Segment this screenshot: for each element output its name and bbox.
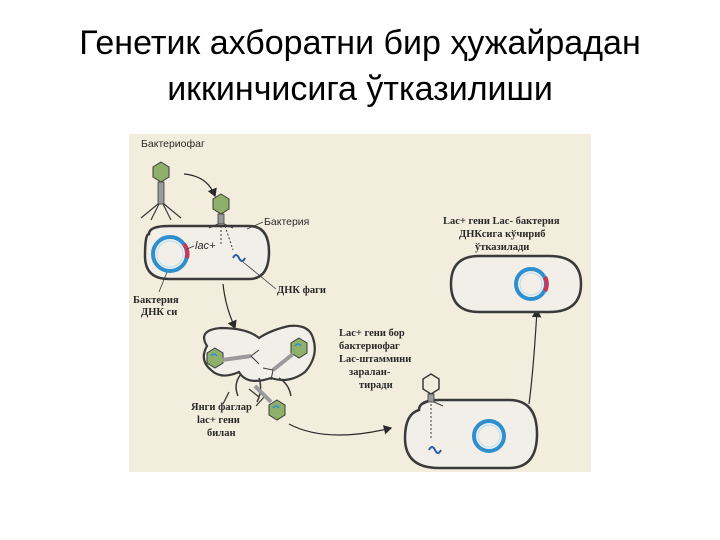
pointer-bacterium [246,221,264,230]
title-line-1: Генетик ахборатни бир ҳужайрадан [79,24,641,62]
transduced-bacterium [449,254,583,314]
new-phage-1-icon [206,347,260,369]
bacterium-1-lac-gene [182,242,190,259]
diagram-canvas: Бактериофаг Бактерия lac+ ДНК фаги Бакте… [129,134,591,472]
label-bacteriophage: Бактериофаг [141,138,205,150]
label-infects-4: заралан- [349,367,391,378]
label-transfer-3: ўтказилади [475,242,529,253]
injected-phage-dna [232,254,246,262]
label-lac-plus: lac+ [195,240,216,252]
label-new-phages-3: билан [207,428,236,439]
pointer-phage-dna [242,261,277,290]
transduced-lac-gene [543,276,549,292]
arrow-recipient-to-transduced [528,308,542,405]
infecting-phage-icon [418,373,444,440]
label-infects-1: Lac+ гени бор [339,328,405,339]
lysing-bacterium [202,324,316,407]
new-phage-3-icon [253,384,286,421]
attached-bacteriophage-icon [208,193,234,251]
label-new-phages-1: Янги фаглар [191,402,252,413]
label-new-phages-2: lac+ гени [197,415,240,426]
arrow-new-phages-to-recipient [288,423,393,436]
label-bacterium-dna-1: Бактерия [133,295,179,306]
label-infects-2: бактериофаг [339,341,400,352]
label-phage-dna: ДНК фаги [277,285,326,296]
free-bacteriophage-icon [140,161,182,221]
gene-transfer-diagram: Бактериофаг Бактерия lac+ ДНК фаги Бакте… [129,134,591,472]
slide-title: Генетик ахборатни бир ҳужайрадан иккинчи… [20,20,700,112]
label-transfer-2: ДНКсига кўчириб [459,229,546,240]
pointer-bacterium-dna [158,271,168,293]
bacterium-1 [143,224,271,281]
pointer-lac-plus [186,245,195,250]
title-line-2: иккинчисига ўтказилиши [167,70,553,108]
label-infects-5: тиради [359,380,393,391]
label-bacterium-dna-2: ДНК си [141,307,177,318]
label-transfer-1: Lac+ гени Lac- бактерия [443,216,560,227]
label-bacterium: Бактерия [264,216,309,228]
recipient-dna-ring [472,419,506,453]
arrow-phage-to-bacterium [183,173,217,198]
label-infects-3: Lac-штаммини [339,354,411,365]
new-phage-2-icon [262,337,308,381]
recipient-bacterium [403,398,539,470]
arrow-bacterium-to-lysis [222,283,237,330]
recipient-phage-dna [428,446,442,454]
